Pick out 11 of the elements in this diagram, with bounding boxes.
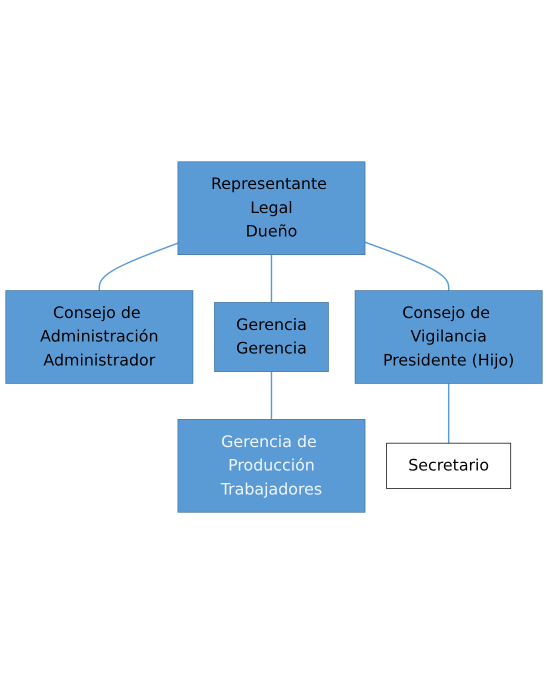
node-box: Representante Legal Dueño	[178, 162, 366, 256]
node-box: Secretario	[386, 443, 512, 490]
connector	[270, 372, 272, 420]
connector	[270, 255, 272, 303]
connector	[364, 242, 450, 292]
connector	[98, 243, 178, 292]
node-box: Consejo de Administración Administrador	[5, 290, 194, 384]
node-box: Gerencia de Producción Trabajadores	[178, 420, 366, 514]
node-box: Consejo de Vigilancia Presidente (Hijo)	[354, 290, 543, 384]
connector	[448, 384, 450, 444]
node-box: Gerencia Gerencia	[214, 302, 329, 372]
